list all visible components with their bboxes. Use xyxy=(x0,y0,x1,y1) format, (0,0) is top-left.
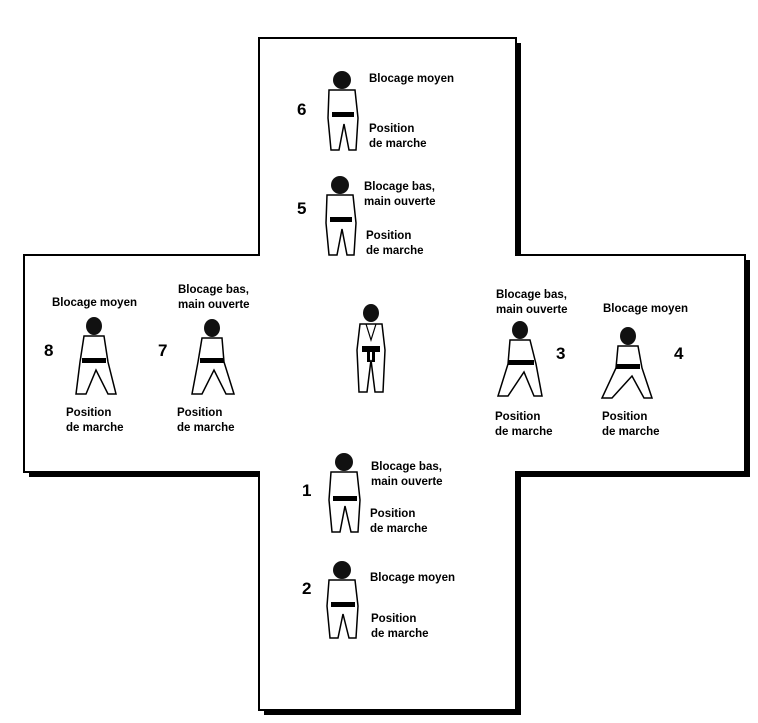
technique-label: Blocage moyen xyxy=(370,572,455,584)
step-number: 1 xyxy=(302,481,312,500)
stance-label: Position de marche xyxy=(602,411,660,438)
step-number: 8 xyxy=(44,341,54,360)
karateka-middle-block-icon xyxy=(600,327,654,399)
karateka-middle-block-icon xyxy=(327,71,359,151)
karateka-ready-stance-icon xyxy=(356,304,386,393)
technique-label: Blocage bas, main ouverte xyxy=(178,284,250,311)
step-number: 2 xyxy=(302,579,312,598)
technique-label: Blocage moyen xyxy=(369,73,454,85)
step-number: 4 xyxy=(674,344,684,363)
karateka-low-block-icon xyxy=(325,176,357,256)
technique-label: Blocage bas, main ouverte xyxy=(371,461,443,488)
step-number: 6 xyxy=(297,100,307,119)
technique-label: Blocage moyen xyxy=(52,297,137,309)
karateka-low-block-icon xyxy=(191,319,236,395)
technique-label: Blocage bas, main ouverte xyxy=(364,181,436,208)
stance-label: Position de marche xyxy=(371,613,429,640)
stance-label: Position de marche xyxy=(370,508,428,535)
technique-label: Blocage bas, main ouverte xyxy=(496,289,568,316)
karateka-middle-block-icon xyxy=(75,317,117,395)
karateka-low-block-icon xyxy=(328,453,361,533)
karateka-middle-block-icon xyxy=(326,561,359,639)
stance-label: Position de marche xyxy=(177,407,235,434)
step-number: 7 xyxy=(158,341,168,360)
step-number: 5 xyxy=(297,199,307,218)
karateka-low-block-icon xyxy=(496,321,543,397)
technique-label: Blocage moyen xyxy=(603,303,688,315)
step-number: 3 xyxy=(556,344,566,363)
stance-label: Position de marche xyxy=(366,230,424,257)
stance-label: Position de marche xyxy=(369,123,427,150)
stance-label: Position de marche xyxy=(66,407,124,434)
stance-label: Position de marche xyxy=(495,411,553,438)
